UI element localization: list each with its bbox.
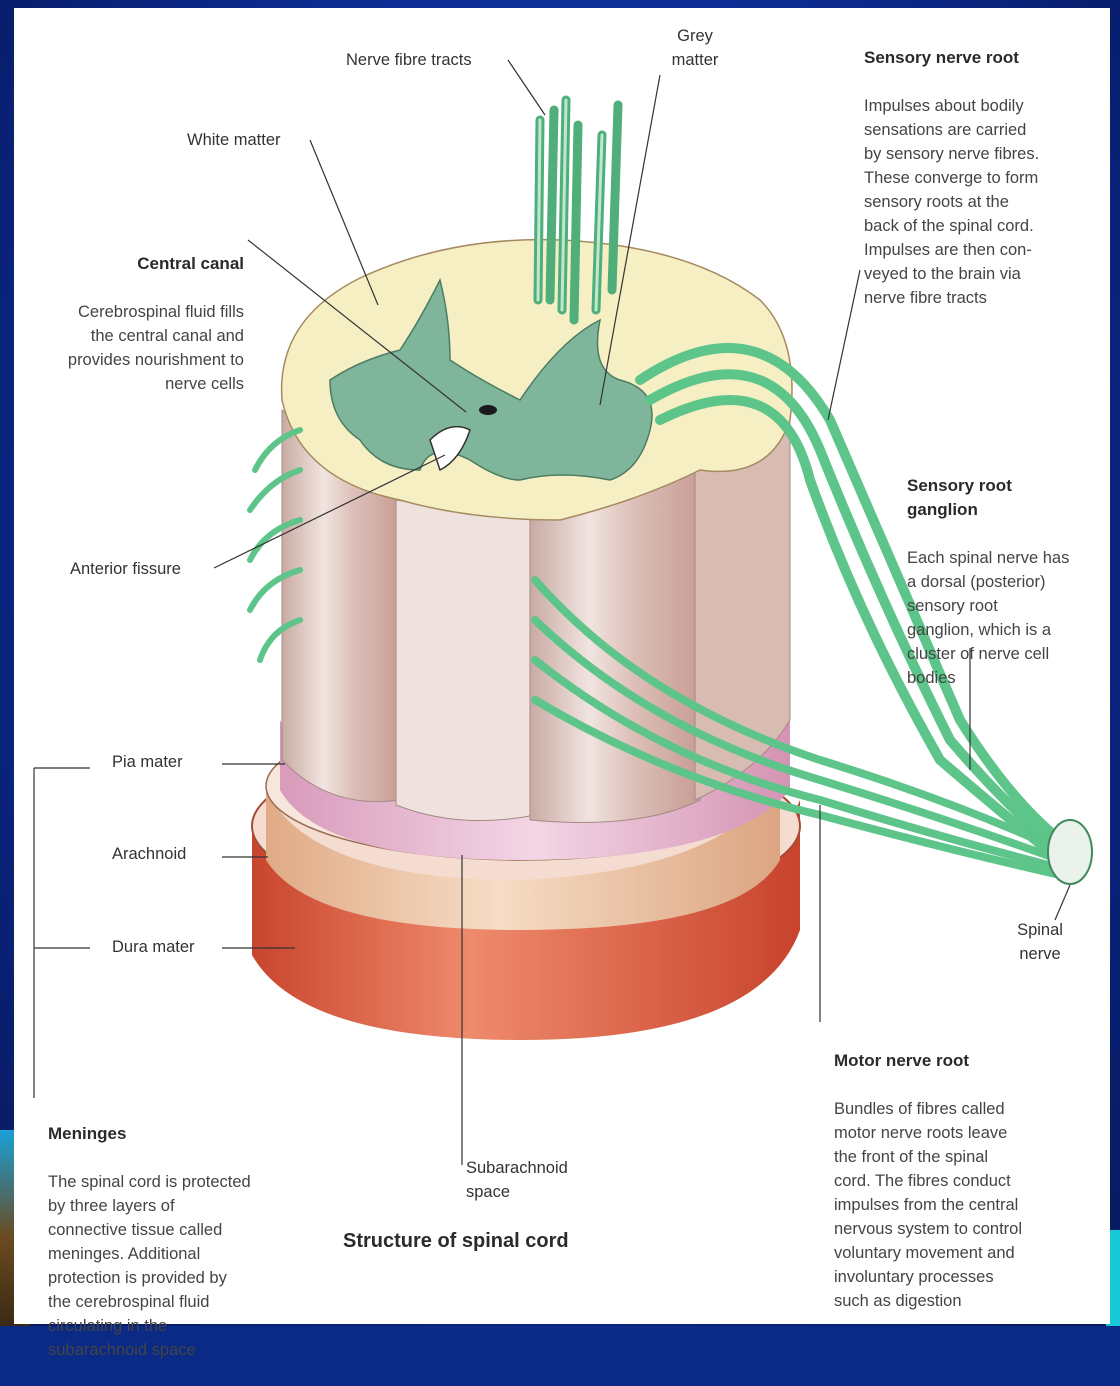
meninges-annotation: Meninges The spinal cord is protected by… xyxy=(48,1098,338,1386)
figure-caption: Structure of spinal cord xyxy=(343,1230,569,1253)
central-canal-annotation: Central canal Cerebrospinal fluid fills … xyxy=(20,228,244,420)
label-arachnoid: Arachnoid xyxy=(112,842,186,866)
label-subarachnoid-space: Subarachnoid space xyxy=(466,1156,568,1204)
motor-nerve-root-annotation: Motor nerve root Bundles of fibres calle… xyxy=(834,1025,1104,1337)
sensory-nerve-root-annotation: Sensory nerve root Impulses about bodily… xyxy=(864,22,1109,334)
label-white-matter: White matter xyxy=(187,128,281,152)
motor-nerve-root-body: Bundles of fibres called motor nerve roo… xyxy=(834,1097,1104,1313)
sensory-nerve-root-body: Impulses about bodily sensations are car… xyxy=(864,94,1109,310)
label-spinal-nerve: Spinal nerve xyxy=(1005,918,1075,966)
label-dura-mater: Dura mater xyxy=(112,935,195,959)
label-pia-mater: Pia mater xyxy=(112,750,183,774)
meninges-body: The spinal cord is protected by three la… xyxy=(48,1170,338,1362)
meninges-title: Meninges xyxy=(48,1122,338,1146)
sensory-root-ganglion-annotation: Sensory root ganglion Each spinal nerve … xyxy=(907,450,1112,714)
sensory-root-ganglion-body: Each spinal nerve has a dorsal (posterio… xyxy=(907,546,1112,690)
label-grey-matter: Grey matter xyxy=(655,24,735,72)
central-canal-body: Cerebrospinal fluid fills the central ca… xyxy=(20,300,244,396)
label-anterior-fissure: Anterior fissure xyxy=(70,557,181,581)
label-nerve-fibre-tracts: Nerve fibre tracts xyxy=(346,48,472,72)
motor-nerve-root-title: Motor nerve root xyxy=(834,1049,1104,1073)
sensory-nerve-root-title: Sensory nerve root xyxy=(864,46,1109,70)
central-canal-title: Central canal xyxy=(20,252,244,276)
sensory-root-ganglion-title: Sensory root ganglion xyxy=(907,474,1112,522)
spinal-nerve-end xyxy=(1048,820,1092,884)
